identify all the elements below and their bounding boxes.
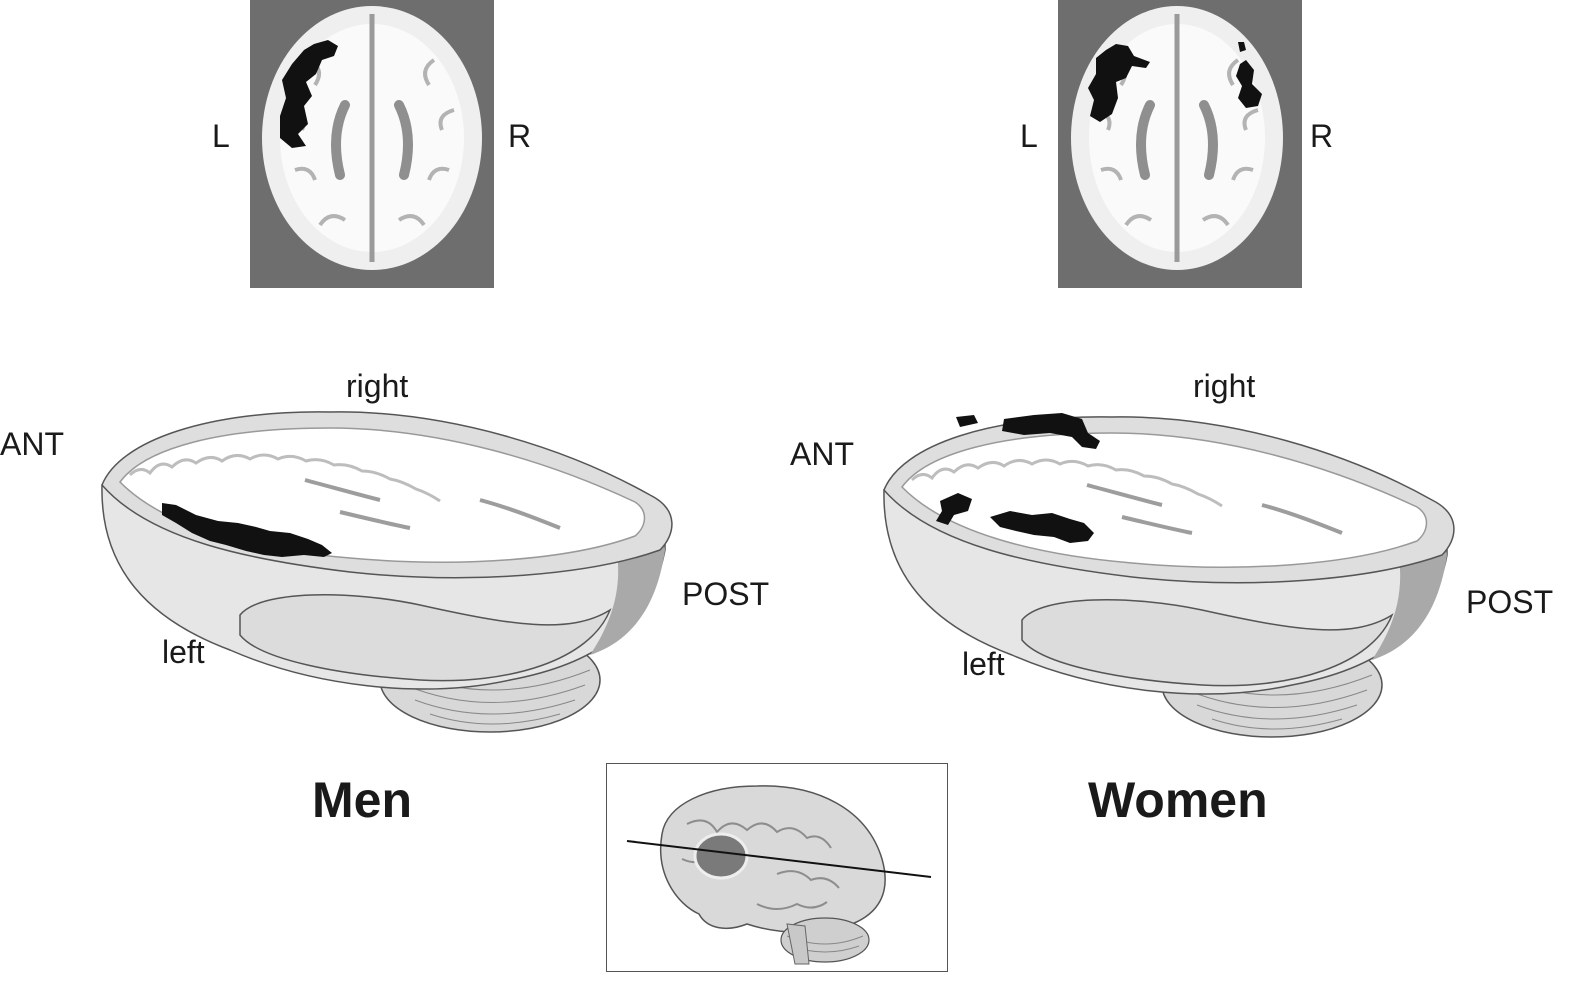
women-ant-label: ANT <box>790 436 854 472</box>
ventricles <box>1086 483 1343 535</box>
brainstem <box>786 923 810 965</box>
women-mri-left-label: L <box>1020 118 1038 154</box>
gyri-edge <box>910 458 1223 508</box>
men-mri-left-label: L <box>212 118 230 154</box>
gyri-edge <box>128 453 441 503</box>
women-brain-cutaway <box>883 413 1455 738</box>
men-top-label: right <box>346 368 409 404</box>
men-mri-right-label: R <box>508 118 532 154</box>
slice-plane-inset <box>606 763 948 972</box>
ventricles <box>331 100 413 180</box>
temporal-lobe <box>239 594 612 682</box>
men-mri-image <box>262 6 482 270</box>
insula-region <box>693 832 749 880</box>
men-ant-label: ANT <box>0 426 64 462</box>
men-post-label: POST <box>682 576 770 612</box>
ventricles <box>304 478 561 530</box>
lateral-brain-diagram <box>626 785 932 965</box>
activation-region-left <box>936 493 1094 543</box>
activation-region <box>162 503 332 557</box>
women-title: Women <box>1088 772 1268 828</box>
men-mri-slice <box>250 0 494 288</box>
ventricles <box>1136 100 1218 180</box>
women-mri-slice <box>1058 0 1302 288</box>
men-side-label: left <box>162 634 205 670</box>
activation-region-right <box>1236 42 1262 108</box>
activation-region-left <box>1088 44 1150 122</box>
women-mri-right-label: R <box>1310 118 1334 154</box>
women-mri-image <box>1071 6 1283 270</box>
activation-region-left <box>280 40 338 148</box>
temporal-lobe <box>1021 599 1394 687</box>
women-post-label: POST <box>1466 584 1554 620</box>
men-title: Men <box>312 772 412 828</box>
cerebellum-folia <box>399 669 591 725</box>
cerebellum-folia <box>1181 674 1373 730</box>
women-top-label: right <box>1193 368 1256 404</box>
women-side-label: left <box>962 646 1005 682</box>
men-brain-cutaway <box>101 411 673 733</box>
activation-region-right <box>956 413 1100 449</box>
slice-plane-line <box>626 840 932 878</box>
